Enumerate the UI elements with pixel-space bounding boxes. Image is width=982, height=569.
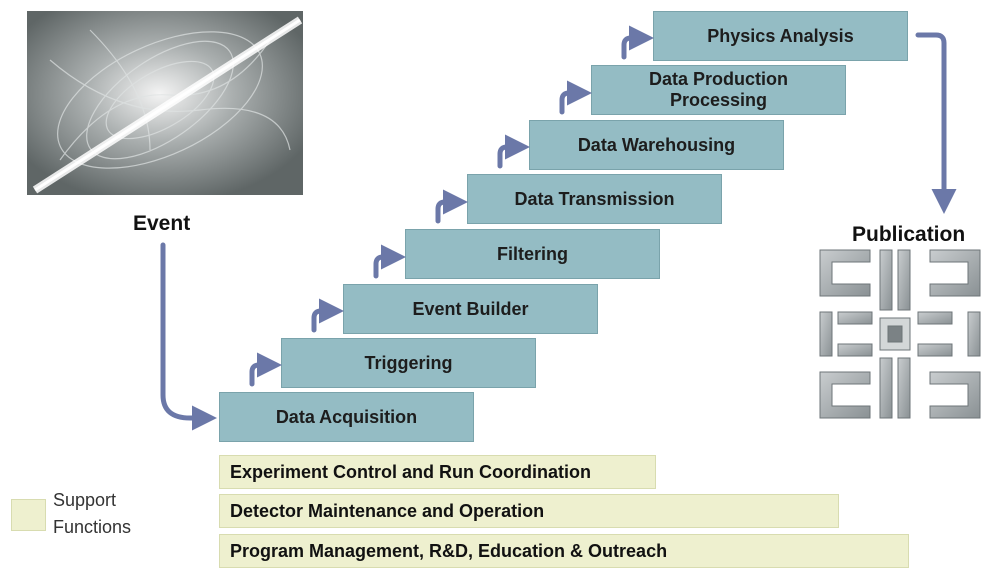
step-data-production-processing: Data Production Processing [591, 65, 846, 115]
legend-swatch [11, 499, 46, 531]
step-filtering: Filtering [405, 229, 660, 279]
step-data-transmission: Data Transmission [467, 174, 722, 224]
support-experiment-control: Experiment Control and Run Coordination [219, 455, 656, 489]
publication-label: Publication [852, 223, 966, 246]
support-program-management: Program Management, R&D, Education & Out… [219, 534, 909, 568]
step-physics-analysis: Physics Analysis [653, 11, 908, 61]
step-event-builder: Event Builder [343, 284, 598, 334]
step-triggering: Triggering [281, 338, 536, 388]
step-data-acquisition: Data Acquisition [219, 392, 474, 442]
event-label: Event [133, 212, 191, 235]
support-detector-maintenance: Detector Maintenance and Operation [219, 494, 839, 528]
step-data-warehousing: Data Warehousing [529, 120, 784, 170]
legend-label: Support Functions [53, 490, 132, 537]
